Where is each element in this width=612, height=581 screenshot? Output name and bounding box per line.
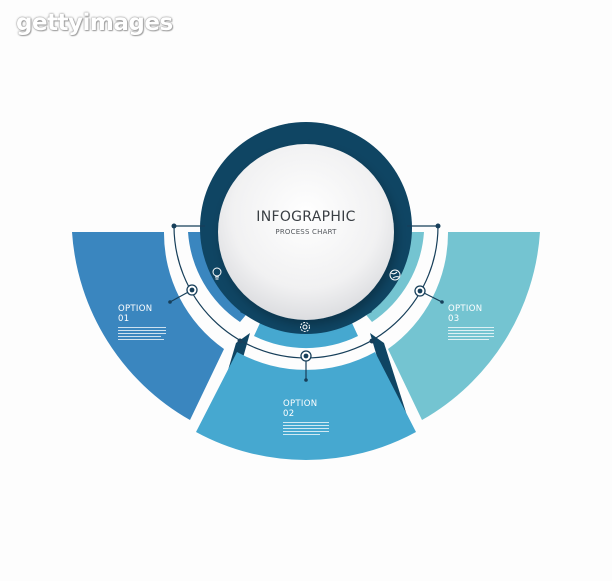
segment-option-02[interactable] [196,352,416,461]
segment-option-01[interactable] [72,232,224,420]
option-03-text: OPTION 03 [448,304,494,342]
option-02-text: OPTION 02 [283,399,329,437]
option-01-title: OPTION 01 [118,304,153,324]
option-01-body [118,327,166,340]
connector-dots [168,223,444,382]
option-03-body [448,327,494,340]
option-03-title: OPTION 03 [448,304,483,324]
segment-option-03[interactable] [388,232,540,420]
option-02-body [283,422,329,435]
connector-nodes [186,284,426,362]
gear-icon [300,322,310,332]
watermark-logo: gettyimages [16,10,173,36]
lightbulb-icon [212,267,222,280]
center-circle [218,144,394,320]
center-title: INFOGRAPHIC [256,209,356,225]
option-02-title: OPTION 02 [283,399,318,419]
option-01-text: OPTION 01 [118,304,166,342]
globe-icon [389,269,401,281]
center-subtitle: PROCESS CHART [275,228,337,236]
